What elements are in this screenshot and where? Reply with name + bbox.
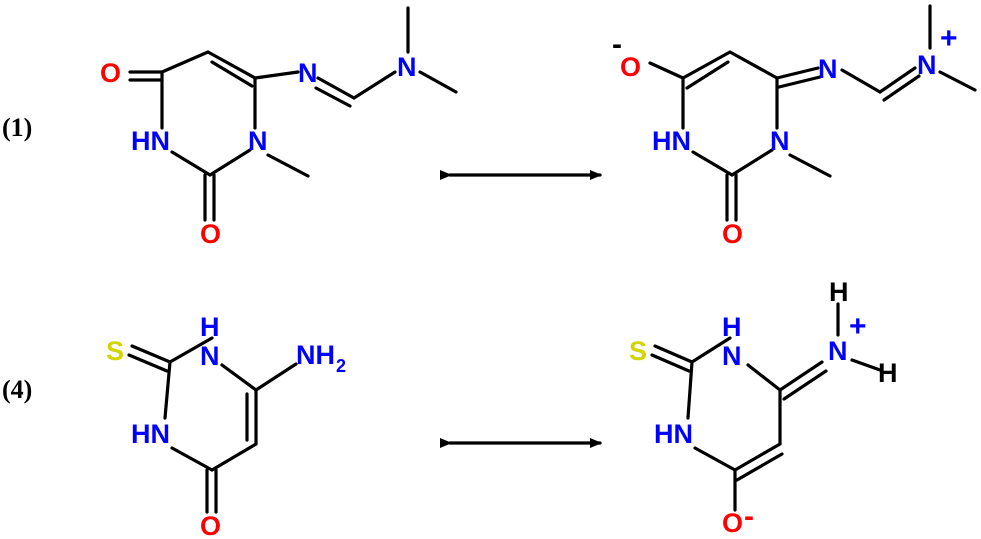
charge-plus: + <box>849 310 867 343</box>
compound-1-label: (1) <box>2 113 32 142</box>
atom-h: H <box>722 312 742 342</box>
atom-nh2-subscript: 2 <box>336 356 346 376</box>
compound-4-label: (4) <box>2 375 32 404</box>
charge-minus: - <box>612 28 622 61</box>
charge-minus: - <box>744 500 754 533</box>
atom-o: O <box>200 219 221 249</box>
atom-o: O <box>100 58 121 88</box>
atom-h: H <box>878 358 898 388</box>
atom-n: N <box>770 126 790 156</box>
atom-n: N <box>298 58 318 88</box>
atom-hn: HN <box>131 126 170 156</box>
atom-nh2: NH <box>296 340 335 370</box>
atom-o: O <box>620 52 641 82</box>
atom-hn: HN <box>652 126 691 156</box>
structure-1-zwitterion: O - HN N O N N + <box>612 4 977 249</box>
atom-hn: HN <box>131 419 170 449</box>
atom-n: N <box>397 52 417 82</box>
atom-n: N <box>818 54 838 84</box>
atom-o: O <box>200 511 221 539</box>
atom-n-plus: N <box>828 336 848 366</box>
structure-1-neutral: O HN N O N N <box>100 6 458 249</box>
structure-4-zwitterion: H N S HN O - N + H H <box>629 277 898 538</box>
charge-plus: + <box>940 22 958 55</box>
atom-s: S <box>629 336 647 366</box>
atom-hn: HN <box>654 419 693 449</box>
atom-h: H <box>200 312 220 342</box>
atom-n: N <box>200 341 220 371</box>
atom-s: S <box>106 336 124 366</box>
atom-o: O <box>722 219 743 249</box>
atom-h: H <box>829 277 849 307</box>
atom-n-plus: N <box>917 50 937 80</box>
atom-n: N <box>722 341 742 371</box>
atom-o: O <box>722 508 743 538</box>
atom-n: N <box>248 126 268 156</box>
structure-4-neutral: H N S HN O NH 2 <box>106 312 346 539</box>
